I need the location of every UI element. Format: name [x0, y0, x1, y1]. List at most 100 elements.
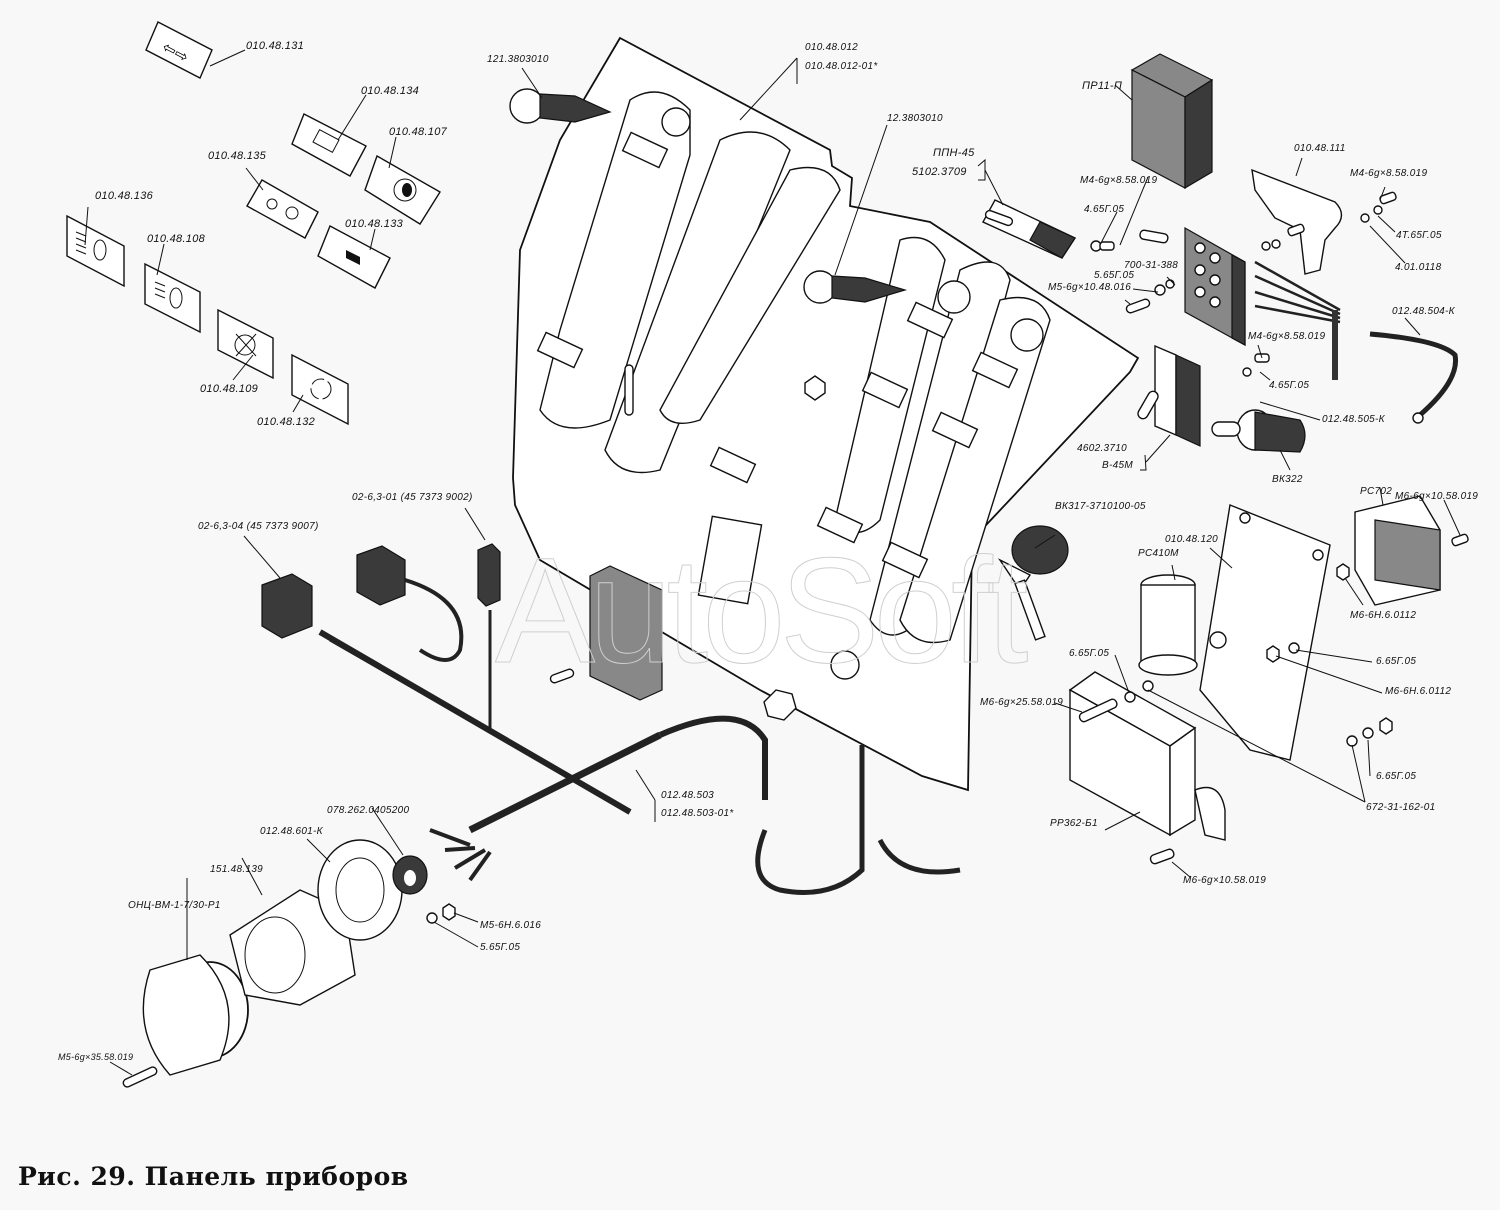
label-078-262-0405200: 078.262.0405200	[327, 805, 410, 816]
label-vk317: ВК317-3710100-05	[1055, 501, 1146, 512]
flange-151-48-139	[229, 889, 356, 1006]
label-rc410m: РС410М	[1138, 548, 1179, 559]
label-151-48-139: 151.48.139	[210, 864, 264, 875]
connector-block	[356, 545, 406, 606]
low-beam-icon	[169, 287, 183, 309]
oil-pressure-icon	[393, 178, 417, 202]
plate-high-beam	[66, 214, 125, 288]
label-010-48-109: 010.48.109	[200, 383, 259, 395]
relay-rc702	[1354, 495, 1441, 606]
label-ppn-45: ППН-45	[933, 147, 975, 159]
label-012-48-503-01: 012.48.503-01*	[661, 808, 734, 819]
label-b-45m: В-45М	[1102, 460, 1133, 471]
large-nut	[763, 689, 797, 721]
label-m4-bolt-b: М4-6g×8.58.019	[1350, 168, 1428, 179]
label-010-48-136: 010.48.136	[95, 190, 154, 202]
stop-icon	[234, 334, 256, 356]
switch-vk317	[997, 525, 1069, 641]
label-4-65g05-b: 4.65Г.05	[1269, 380, 1310, 391]
label-4-65g05-a: 4.65Г.05	[1084, 204, 1125, 215]
label-012-48-505k: 012.48.505-К	[1322, 414, 1385, 425]
label-m5-bolt-b: М5-6g×35.58.019	[58, 1052, 134, 1062]
wire-012-48-504k	[1369, 331, 1459, 424]
leader-lines	[84, 49, 1461, 1076]
plate-parking-brake	[291, 353, 349, 426]
plate-side-lights	[246, 179, 319, 239]
label-010-48-131: 010.48.131	[246, 40, 305, 52]
wiring-harness-012-48-503	[318, 578, 961, 895]
plate-horn	[317, 225, 391, 289]
label-02-6-3-04: 02-6,3-04 (45 7373 9007)	[198, 521, 319, 532]
gauge-hole	[661, 107, 691, 137]
grommet-078-262	[392, 855, 428, 895]
instrument-panel-housing	[512, 36, 1140, 792]
plate-turn-signal: ⇦⇨	[145, 21, 213, 79]
gauge-hole	[830, 650, 860, 680]
label-4t-65g05: 4Т.65Г.05	[1396, 230, 1442, 241]
relay-pr11p	[1130, 53, 1214, 190]
label-5102-3709: 5102.3709	[912, 166, 967, 178]
label-m6-nut-b: М6-6Н.6.0112	[1385, 686, 1452, 697]
label-onc-vm: ОНЦ-ВМ-1-7/30-Р1	[128, 900, 221, 911]
connector-02-6-3-01	[477, 543, 501, 607]
bracket-010-48-111	[1251, 168, 1343, 275]
plate-stop	[217, 308, 274, 380]
label-012-48-503: 012.48.503	[661, 790, 715, 801]
label-m4-bolt-a: М4-6g×8.58.019	[1080, 175, 1158, 186]
label-700-31-388: 700-31-388	[1124, 260, 1179, 271]
label-010-48-107: 010.48.107	[389, 126, 448, 138]
label-010-48-134: 010.48.134	[361, 85, 420, 97]
label-5-65g05-b: 5.65Г.05	[480, 942, 521, 953]
label-010-48-012-01: 010.48.012-01*	[805, 61, 878, 72]
switch-ppn45	[982, 199, 1077, 259]
gauge-hole	[1010, 318, 1044, 352]
label-012-48-504k: 012.48.504-К	[1392, 306, 1455, 317]
label-vk322: ВК322	[1272, 474, 1303, 485]
label-m6-nut-a: М6-6Н.6.0112	[1350, 610, 1417, 621]
harness-wires	[1254, 260, 1341, 380]
label-6-65g05-c: 6.65Г.05	[1376, 771, 1417, 782]
label-010-48-135: 010.48.135	[208, 150, 267, 162]
horn-icon	[346, 250, 360, 265]
label-02-6-3-01: 02-6,3-01 (45 7373 9002)	[352, 492, 473, 503]
label-010-48-120: 010.48.120	[1165, 534, 1219, 545]
relay-rc410m	[1138, 574, 1227, 676]
gasket-012-48-601k	[317, 839, 403, 941]
label-6-65g05-a: 6.65Г.05	[1376, 656, 1417, 667]
label-rc702: РС702	[1360, 486, 1393, 497]
battery-icon	[312, 128, 340, 154]
label-m6-bolt-b: М6-6g×25.58.019	[980, 697, 1064, 708]
label-010-48-111: 010.48.111	[1294, 143, 1346, 154]
mounting-plate-010-48-120	[1199, 504, 1331, 761]
terminal-block	[1184, 226, 1246, 347]
label-010-48-108: 010.48.108	[147, 233, 206, 245]
label-012-48-601k: 012.48.601-К	[260, 826, 323, 837]
plate-low-beam	[144, 262, 201, 334]
label-m6-bolt-a: М6-6g×10.58.019	[1395, 491, 1479, 502]
label-010-48-133: 010.48.133	[345, 218, 404, 230]
plate-battery	[291, 113, 367, 177]
label-m4-bolt-c: М4-6g×8.58.019	[1248, 331, 1326, 342]
label-pp362-b1: РР362-Б1	[1050, 818, 1098, 829]
switch-4602-3710	[1137, 344, 1201, 447]
label-4602-3710: 4602.3710	[1077, 443, 1127, 454]
side-lights-icon	[266, 198, 278, 210]
label-12-3803010: 12.3803010	[887, 113, 943, 124]
label-672-31-162-01: 672-31-162-01	[1366, 802, 1436, 813]
brake-circle-icon	[310, 378, 332, 400]
label-6-65g05-b: 6.65Г.05	[1069, 648, 1110, 659]
label-4-01-0118: 4.01.0118	[1395, 262, 1442, 273]
label-m5-nut: М5-6Н.6.016	[480, 920, 542, 931]
label-m6-bolt-c: М6-6g×10.58.019	[1183, 875, 1267, 886]
figure-caption: Рис. 29. Панель приборов	[18, 1162, 409, 1191]
regulator-pp362	[1068, 671, 1226, 841]
lamp-12-3803010	[803, 270, 908, 304]
plate-oil-pressure	[364, 154, 441, 225]
panel-nut	[804, 375, 826, 401]
connector-02-6-3-04	[261, 573, 313, 639]
high-beam-icon	[93, 239, 107, 261]
resistor-block	[589, 565, 663, 701]
label-m5-bolt-a: М5-6g×10.48.016	[1048, 282, 1132, 293]
label-5-65g05-a: 5.65Г.05	[1094, 270, 1135, 281]
